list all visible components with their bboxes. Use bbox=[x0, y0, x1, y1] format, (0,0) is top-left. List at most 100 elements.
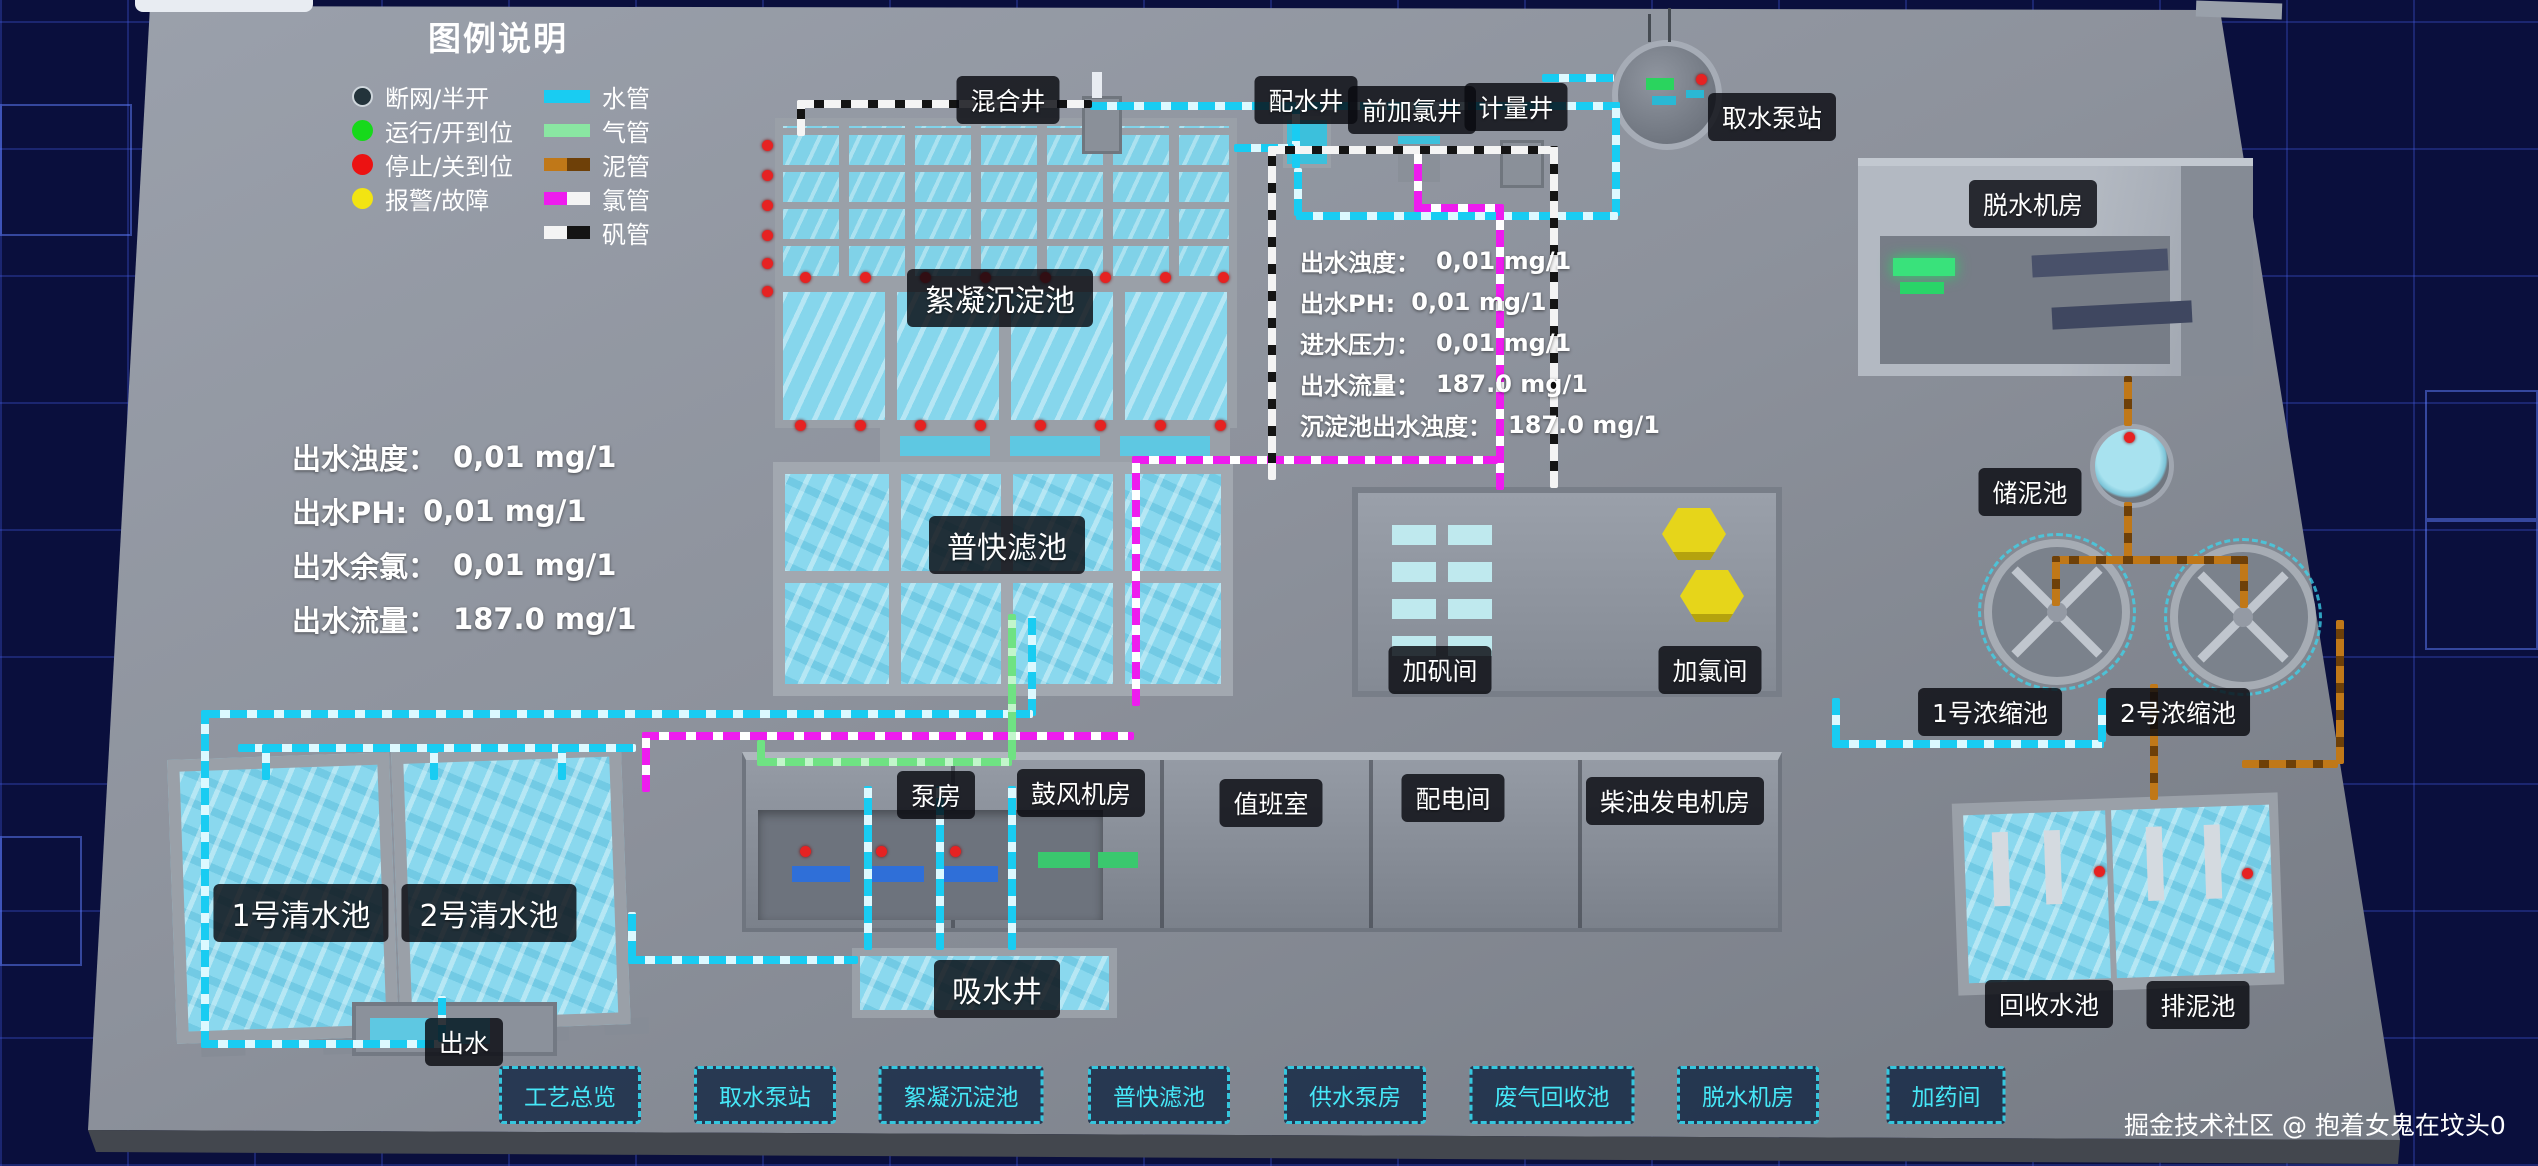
nav-rapid-filter[interactable]: 普快滤池 bbox=[1088, 1066, 1230, 1124]
status-dot-red bbox=[950, 846, 961, 857]
alum-pipe bbox=[1268, 146, 1558, 154]
pump-unit bbox=[940, 866, 998, 882]
legend-status-row: 运行/开到位 bbox=[352, 116, 513, 147]
stat-row: 出水流量：187.0 mg/1 bbox=[292, 592, 637, 646]
stat-label: 出水余氯： bbox=[292, 550, 438, 584]
stat-value: 0,01 mg/1 bbox=[1436, 246, 1572, 275]
station-pump-cyan bbox=[1652, 96, 1676, 105]
water-pipe bbox=[936, 786, 944, 950]
label-dewatering-room: 脱水机房 bbox=[1968, 180, 2098, 228]
chlorine-pipe bbox=[1414, 148, 1422, 208]
stat-row: 出水浊度：0,01 mg/1 bbox=[1300, 240, 1660, 281]
label-rapid-filter: 普快滤池 bbox=[929, 516, 1085, 574]
stat-value: 0,01 mg/1 bbox=[423, 494, 587, 528]
stat-label: 出水流量： bbox=[292, 604, 438, 638]
legend-status-label: 断网/半开 bbox=[385, 84, 490, 113]
stat-row: 出水PH:0,01 mg/1 bbox=[1300, 281, 1660, 322]
status-dot-red bbox=[800, 846, 811, 857]
water-pipe bbox=[1542, 74, 1614, 82]
nav-dosing-room[interactable]: 加药间 bbox=[1886, 1066, 2006, 1124]
nav-supply-pump-house[interactable]: 供水泵房 bbox=[1284, 1066, 1426, 1124]
air-pipe-swatch bbox=[544, 123, 590, 137]
alum-pipe-swatch bbox=[544, 225, 590, 239]
stat-row: 沉淀池出水浊度：187.0 mg/1 bbox=[1300, 404, 1660, 445]
stat-value: 187.0 mg/1 bbox=[1436, 369, 1588, 398]
water-pipe bbox=[201, 710, 209, 1048]
recycle-tank-block bbox=[1951, 792, 2285, 996]
status-offline-icon bbox=[352, 85, 373, 107]
pump-unit bbox=[866, 866, 924, 882]
legend-pipe-label: 氯管 bbox=[602, 186, 650, 215]
status-stopped-icon bbox=[352, 153, 373, 175]
legend-title: 图例说明 bbox=[428, 19, 568, 58]
label-sludge-storage-tank: 储泥池 bbox=[1978, 468, 2082, 516]
chlorine-pipe bbox=[642, 732, 1134, 740]
status-dot-red bbox=[1155, 420, 1166, 431]
status-dot-red bbox=[762, 230, 773, 241]
pump-unit bbox=[792, 866, 850, 882]
blower-unit bbox=[1098, 852, 1138, 868]
nav-gas-recovery-tank[interactable]: 废气回收池 bbox=[1469, 1066, 1635, 1124]
nav-intake-pump-station[interactable]: 取水泵站 bbox=[694, 1066, 836, 1124]
nav-process-overview[interactable]: 工艺总览 bbox=[499, 1066, 641, 1124]
status-dot-red bbox=[1095, 420, 1106, 431]
sludge-discharge-water bbox=[2111, 804, 2275, 979]
nav-dewatering-room[interactable]: 脱水机房 bbox=[1677, 1066, 1819, 1124]
status-dot-red bbox=[762, 200, 773, 211]
legend-status-label: 运行/开到位 bbox=[385, 118, 514, 147]
label-clear-water-tank-2: 2号清水池 bbox=[401, 884, 577, 942]
status-dot-red bbox=[855, 420, 866, 431]
water-pipe bbox=[201, 1040, 443, 1048]
status-dot-red bbox=[2094, 866, 2105, 877]
station-pump-cyan bbox=[1686, 90, 1704, 98]
water-pipe bbox=[628, 912, 636, 958]
label-sedimentation-tank: 絮凝沉淀池 bbox=[907, 269, 1093, 327]
water-pipe bbox=[1296, 212, 1618, 220]
status-dot-red bbox=[1035, 420, 1046, 431]
blower-unit bbox=[1038, 852, 1090, 868]
process-stats-panel: 出水浊度：0,01 mg/1 出水PH:0,01 mg/1 进水压力：0,01 … bbox=[1300, 240, 1660, 445]
water-pipe bbox=[558, 744, 566, 780]
status-dot-red bbox=[975, 420, 986, 431]
dewatering-machine-green bbox=[1900, 282, 1944, 294]
legend-pipe-row: 泥管 bbox=[544, 150, 650, 181]
legend-pipe-row: 矾管 bbox=[544, 218, 650, 249]
mud-pipe bbox=[2052, 556, 2060, 606]
stat-label: 沉淀池出水浊度： bbox=[1300, 413, 1492, 441]
water-pipe bbox=[1832, 698, 1840, 742]
label-mixing-well: 混合井 bbox=[956, 76, 1060, 124]
stat-value: 0,01 mg/1 bbox=[453, 548, 617, 582]
legend-status-row: 断网/半开 bbox=[352, 82, 489, 113]
label-alum-dosing-room: 加矾间 bbox=[1388, 646, 1492, 694]
alum-pipe bbox=[797, 100, 1092, 108]
dewatering-wall bbox=[2181, 166, 2253, 376]
stat-label: 出水PH: bbox=[1300, 290, 1396, 318]
status-dot-red bbox=[762, 286, 773, 297]
legend-pipe-row: 水管 bbox=[544, 82, 650, 113]
status-dot-red bbox=[876, 846, 887, 857]
status-dot-red bbox=[915, 420, 926, 431]
station-pump-green bbox=[1646, 78, 1674, 90]
grid-highlight bbox=[0, 836, 82, 966]
water-pipe bbox=[1008, 786, 1016, 950]
stat-row: 进水压力：0,01 mg/1 bbox=[1300, 322, 1660, 363]
status-dot-red bbox=[2124, 432, 2135, 443]
status-dot-red bbox=[762, 258, 773, 269]
stat-label: 出水流量： bbox=[1300, 372, 1420, 400]
stat-value: 0,01 mg/1 bbox=[453, 440, 617, 474]
status-dot-red bbox=[795, 420, 806, 431]
nav-sedimentation-tank[interactable]: 絮凝沉淀池 bbox=[878, 1066, 1044, 1124]
top-tab bbox=[135, 0, 313, 12]
legend-pipe-row: 气管 bbox=[544, 116, 650, 147]
water-pipe bbox=[430, 744, 438, 780]
label-diesel-generator-room: 柴油发电机房 bbox=[1585, 777, 1765, 825]
legend-status-row: 报警/故障 bbox=[352, 184, 489, 215]
legend-status-row: 停止/关到位 bbox=[352, 150, 513, 181]
water-pipe bbox=[1234, 144, 1294, 152]
dosing-room-windows bbox=[1448, 508, 1492, 656]
label-clear-water-tank-1: 1号清水池 bbox=[213, 884, 389, 942]
air-pipe bbox=[1008, 614, 1016, 760]
label-pre-chlorination-well: 前加氯井 bbox=[1347, 86, 1477, 134]
label-blower-room: 鼓风机房 bbox=[1016, 769, 1146, 817]
